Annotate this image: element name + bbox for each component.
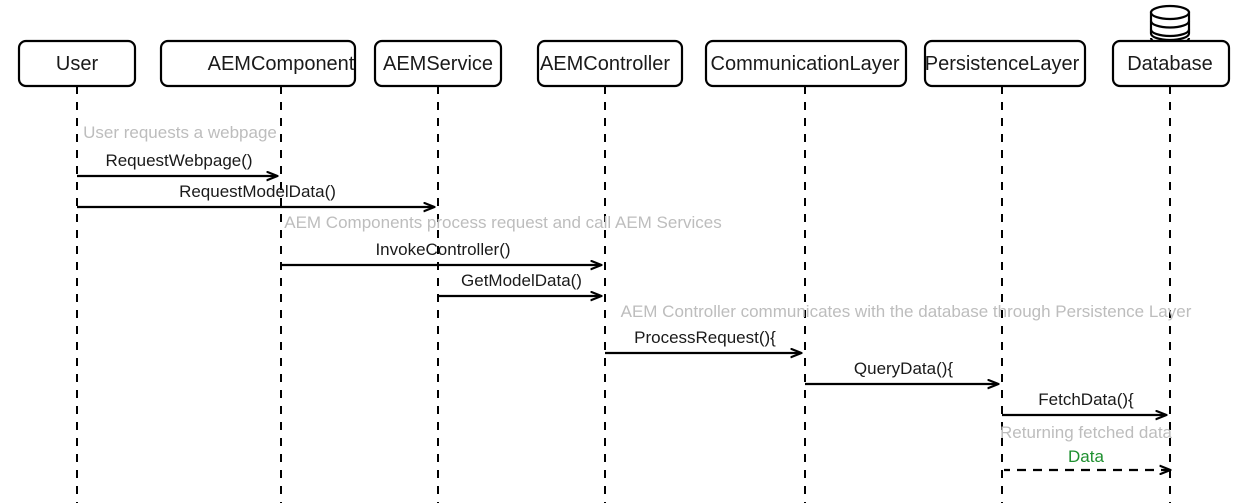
message-msg-8: Data [1004, 447, 1170, 470]
participant-label-persistencelayer: PersistenceLayer [925, 53, 1080, 75]
note-note-4: Returning fetched data [1000, 423, 1173, 442]
messages-group: RequestWebpage() RequestModelData() Invoke… [77, 151, 1170, 470]
participant-box-aemservice[interactable] [373, 39, 503, 88]
participant-communicationlayer[interactable]: CommunicationLayer [704, 39, 908, 88]
message-msg-4: GetModelData() [438, 271, 601, 296]
participant-box-user[interactable] [17, 39, 137, 88]
participant-box-persistencelayer[interactable] [923, 39, 1087, 88]
message-label-msg-4: GetModelData() [461, 271, 582, 290]
participant-label-aemcontroller: AEMController [540, 53, 670, 75]
message-label-msg-7: FetchData(){ [1038, 390, 1134, 409]
note-note-2: AEM Components process request and call … [284, 213, 721, 232]
participant-label-aemcomponent: AEMComponent [208, 53, 355, 75]
participant-label-aemservice: AEMService [383, 53, 493, 75]
note-note-1: User requests a webpage [83, 123, 277, 142]
participant-user[interactable]: User [17, 39, 137, 88]
participant-aemcontroller[interactable]: AEMController [536, 39, 684, 88]
message-label-msg-6: QueryData(){ [854, 359, 954, 378]
message-label-msg-1: RequestWebpage() [105, 151, 252, 170]
participant-label-communicationlayer: CommunicationLayer [711, 53, 900, 75]
message-msg-1: RequestWebpage() [77, 151, 277, 176]
participant-aemservice[interactable]: AEMService [373, 39, 503, 88]
lifelines-group [76, 86, 1171, 503]
participant-label-user: User [56, 53, 99, 75]
participant-box-database[interactable] [1111, 39, 1231, 88]
note-note-3: AEM Controller communicates with the dat… [621, 302, 1192, 321]
message-msg-2: RequestModelData() [77, 182, 434, 207]
database-cylinder-icon [1149, 4, 1191, 46]
participant-box-aemcontroller[interactable] [536, 39, 684, 88]
message-label-msg-3: InvokeController() [375, 240, 510, 259]
participant-persistencelayer[interactable]: PersistenceLayer [923, 39, 1087, 88]
participant-box-aemcomponent[interactable] [159, 39, 357, 88]
message-msg-5: ProcessRequest(){ [605, 328, 801, 353]
message-msg-7: FetchData(){ [1002, 390, 1166, 415]
message-label-msg-5: ProcessRequest(){ [634, 328, 776, 347]
participant-database[interactable]: Database [1111, 4, 1231, 88]
participants-group: User AEMComponent AEMService AEMController C… [17, 4, 1231, 88]
message-msg-3: InvokeController() [281, 240, 601, 265]
participant-label-database: Database [1127, 53, 1213, 75]
message-label-msg-2: RequestModelData() [179, 182, 336, 201]
message-msg-6: QueryData(){ [805, 359, 998, 384]
participant-box-communicationlayer[interactable] [704, 39, 908, 88]
message-label-msg-8: Data [1068, 447, 1104, 466]
participant-aemcomponent[interactable]: AEMComponent [159, 39, 357, 88]
